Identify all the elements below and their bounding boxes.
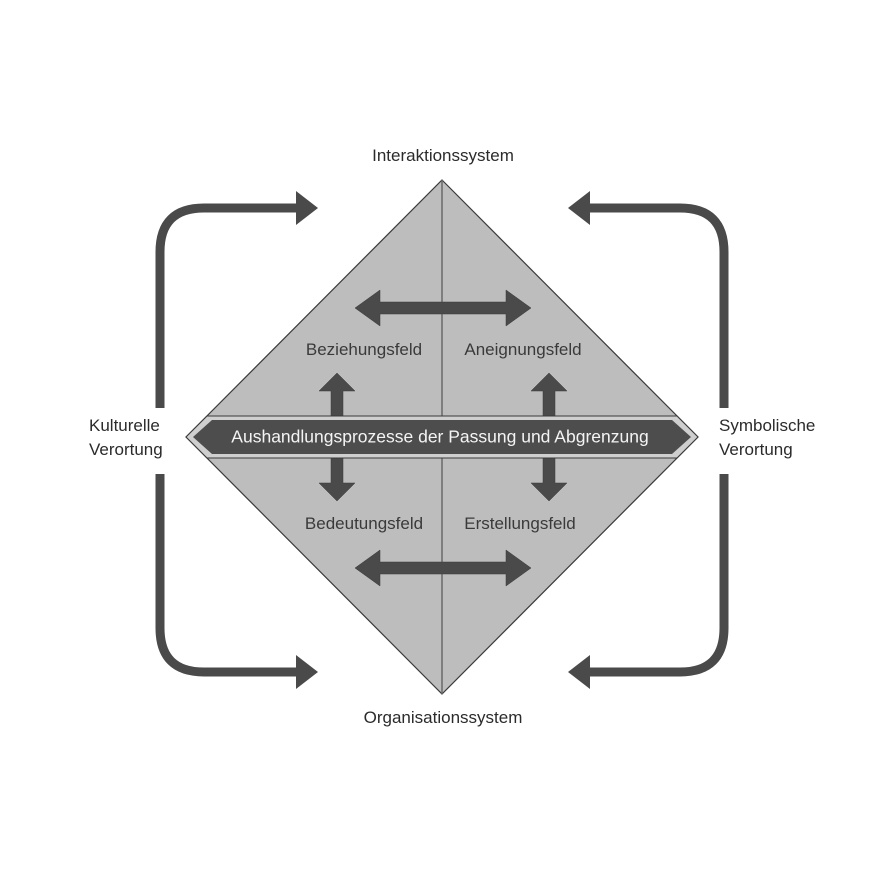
label-organisationssystem: Organisationssystem xyxy=(363,708,523,727)
label-interaktionssystem: Interaktionssystem xyxy=(372,146,514,165)
label-symbolische-line1: Symbolische xyxy=(719,416,816,435)
label-kulturelle-line1: Kulturelle xyxy=(89,416,160,435)
double-arrow-horizontal-top xyxy=(354,289,532,327)
label-kulturelle-line2: Verortung xyxy=(89,440,163,459)
double-arrow-horizontal-bottom xyxy=(354,549,532,587)
label-symbolische-verortung: Symbolische Verortung xyxy=(719,414,815,462)
bracket-arrow-right-top xyxy=(588,203,729,408)
label-symbolische-line2: Verortung xyxy=(719,440,793,459)
field-bedeutungsfeld: Bedeutungsfeld xyxy=(304,514,424,533)
arrowhead-right-top xyxy=(568,191,590,225)
label-kulturelle-verortung: Kulturelle Verortung xyxy=(89,414,163,462)
bracket-arrow-left-top xyxy=(155,203,298,408)
banner xyxy=(193,420,691,454)
field-aneignungsfeld: Aneignungsfeld xyxy=(464,340,582,359)
arrowhead-left-bottom xyxy=(296,655,318,689)
field-beziehungsfeld: Beziehungsfeld xyxy=(305,340,423,359)
banner-label: Aushandlungsprozesse der Passung und Abg… xyxy=(231,426,649,447)
bracket-arrow-right-bottom xyxy=(588,474,729,677)
arrowhead-left-top xyxy=(296,191,318,225)
bracket-arrow-left-bottom xyxy=(155,474,298,677)
arrowhead-right-bottom xyxy=(568,655,590,689)
field-erstellungsfeld: Erstellungsfeld xyxy=(464,514,576,533)
